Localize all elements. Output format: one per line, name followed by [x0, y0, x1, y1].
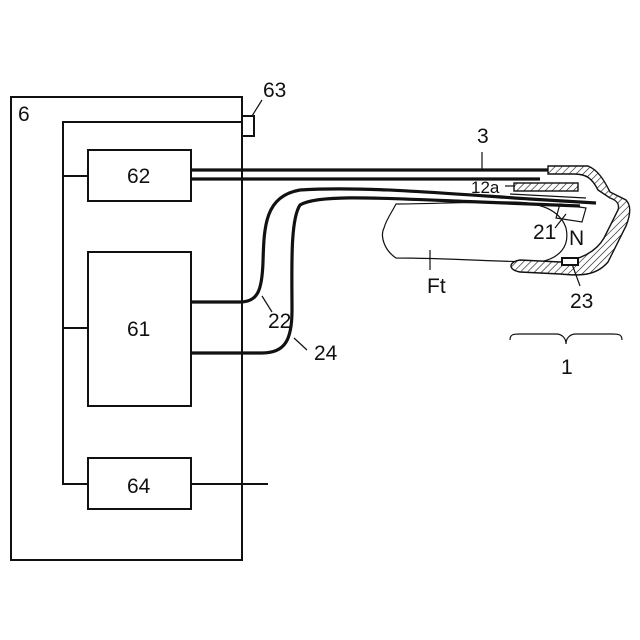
sensor-63-label: 63: [263, 79, 286, 102]
box-62-label: 62: [127, 165, 150, 188]
part-n-label: N: [569, 227, 584, 250]
part-23-element: [562, 258, 578, 265]
cable-22-label: 22: [268, 310, 291, 333]
assembly-1-label: 1: [561, 356, 573, 379]
part-23-label: 23: [570, 290, 593, 313]
box-64-label: 64: [127, 475, 151, 498]
part-21-label: 21: [533, 221, 556, 244]
part-12a-label: 12a: [471, 178, 500, 197]
cable-24-label: 24: [314, 342, 338, 365]
box-61-label: 61: [127, 318, 150, 341]
cable-24: [191, 198, 580, 353]
tube-3-label: 3: [477, 125, 489, 148]
control-unit-label: 6: [18, 103, 30, 126]
tube-3: [191, 170, 560, 179]
finger-ft-label: Ft: [427, 275, 446, 298]
assembly-brace: [510, 334, 622, 344]
sensor-21: [555, 204, 586, 228]
sensor-63-box: [242, 116, 254, 136]
